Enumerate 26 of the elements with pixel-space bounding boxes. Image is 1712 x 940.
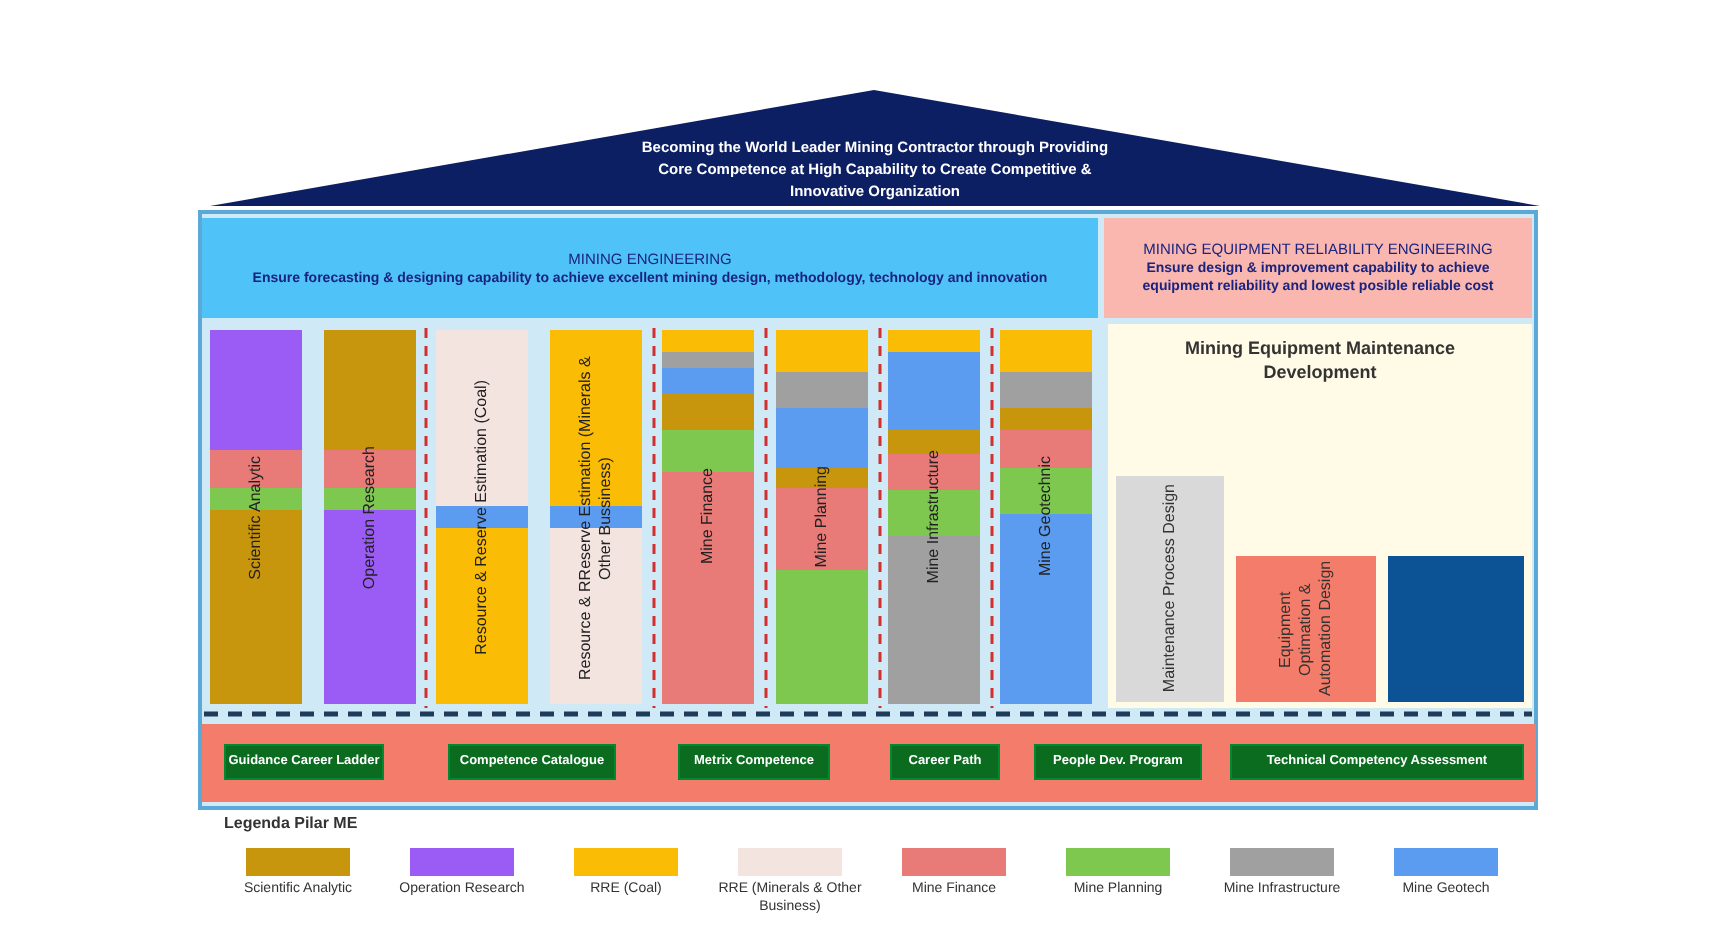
competency-column [776, 330, 868, 704]
column-label: Mine Planning [812, 466, 832, 568]
competency-column [662, 330, 754, 704]
column-label: Mine Geotechnic [1036, 456, 1056, 578]
column-label: Mine Finance [698, 468, 718, 566]
competency-column [1000, 330, 1092, 704]
empty-box [1388, 556, 1524, 702]
design-box [1236, 556, 1376, 702]
pillar-header [202, 218, 1098, 318]
column-label: Mine Infrastructure [924, 450, 944, 584]
maintenance-panel [1108, 324, 1532, 708]
column-label: Resource & Reserve Estimation (Coal) [472, 379, 492, 655]
competency-column [324, 330, 416, 704]
competency-column [888, 330, 980, 704]
competency-column [436, 330, 528, 704]
competency-column [550, 330, 642, 704]
column-label: Scientific Analytic [246, 455, 266, 579]
pillar-header [1104, 218, 1532, 318]
column-label: Operation Research [360, 445, 380, 589]
legend-title: Legenda Pilar ME [224, 812, 358, 836]
design-label: Maintenance Process Design [1160, 484, 1180, 694]
design-label: Equipment Optimation & Automation Design [1276, 559, 1336, 701]
competency-column [210, 330, 302, 704]
design-box [1116, 476, 1224, 702]
panel-title: Mining Equipment Maintenance Development [1182, 336, 1457, 384]
column-label: Resource & RReserve Estimation (Minerals & Other Bussiness) [576, 353, 616, 683]
